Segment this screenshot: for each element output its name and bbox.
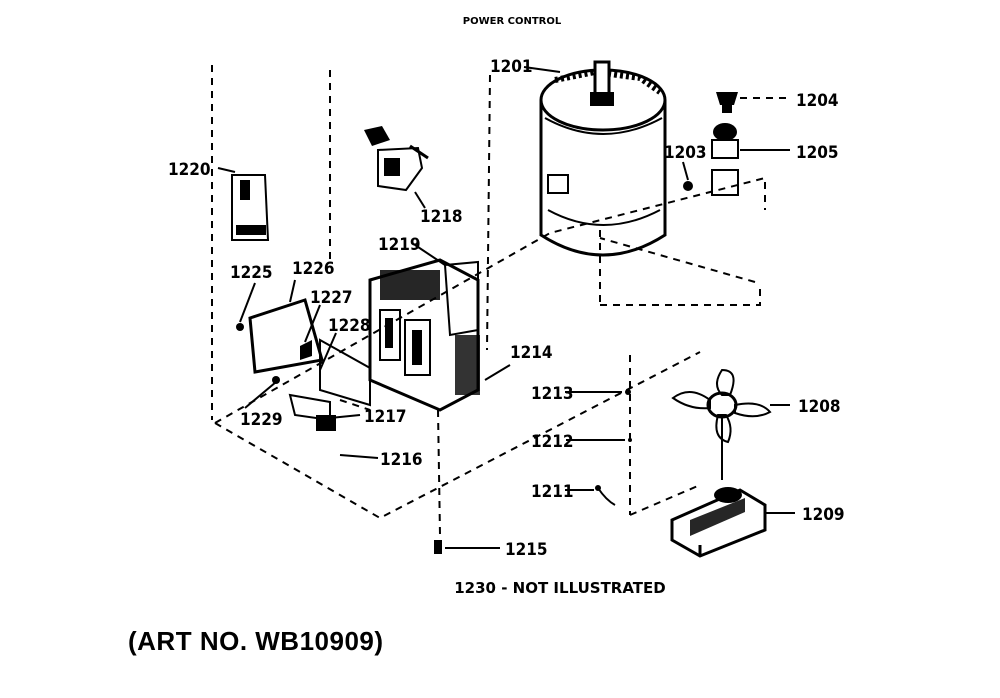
label-1214: 1214	[510, 343, 553, 363]
label-1220: 1220	[168, 160, 211, 180]
label-1205: 1205	[796, 143, 839, 163]
label-1204: 1204	[796, 91, 839, 111]
part-labels: 1201 1203 1204 1205 1208 1209 1211 1212 …	[168, 57, 845, 560]
label-1213: 1213	[531, 384, 574, 404]
label-1201: 1201	[490, 57, 533, 77]
brackets-1216-1217-1229	[272, 376, 371, 431]
leader-lines	[217, 66, 795, 549]
label-1212: 1212	[531, 432, 574, 452]
bracket-1218	[364, 126, 429, 192]
label-1226: 1226	[292, 259, 335, 279]
base-plate-outline	[211, 65, 766, 536]
label-1227: 1227	[310, 288, 353, 308]
art-number: (ART NO. WB10909)	[128, 626, 384, 656]
rectifier-assembly-1219	[368, 258, 480, 412]
diagram-title: POWER CONTROL	[463, 16, 562, 27]
label-1219: 1219	[378, 235, 421, 255]
circuit-board-1226	[236, 298, 371, 407]
label-1208: 1208	[798, 397, 841, 417]
label-1228: 1228	[328, 316, 371, 336]
label-1211: 1211	[531, 482, 574, 502]
small-parts-1211-1215	[434, 389, 632, 554]
part-1204-1205	[683, 92, 739, 196]
label-1209: 1209	[802, 505, 845, 525]
label-1203: 1203	[664, 143, 707, 163]
label-1217: 1217	[364, 407, 407, 427]
label-1225: 1225	[230, 263, 273, 283]
not-illustrated-note: 1230 - NOT ILLUSTRATED	[454, 579, 665, 597]
fan-motor-1209	[670, 487, 767, 558]
transformer-1201	[539, 60, 667, 257]
bracket-1220	[231, 174, 270, 241]
label-1215: 1215	[505, 540, 548, 560]
label-1218: 1218	[420, 207, 463, 227]
label-1229: 1229	[240, 410, 283, 430]
label-1216: 1216	[380, 450, 423, 470]
fan-blade-1208	[671, 368, 772, 480]
